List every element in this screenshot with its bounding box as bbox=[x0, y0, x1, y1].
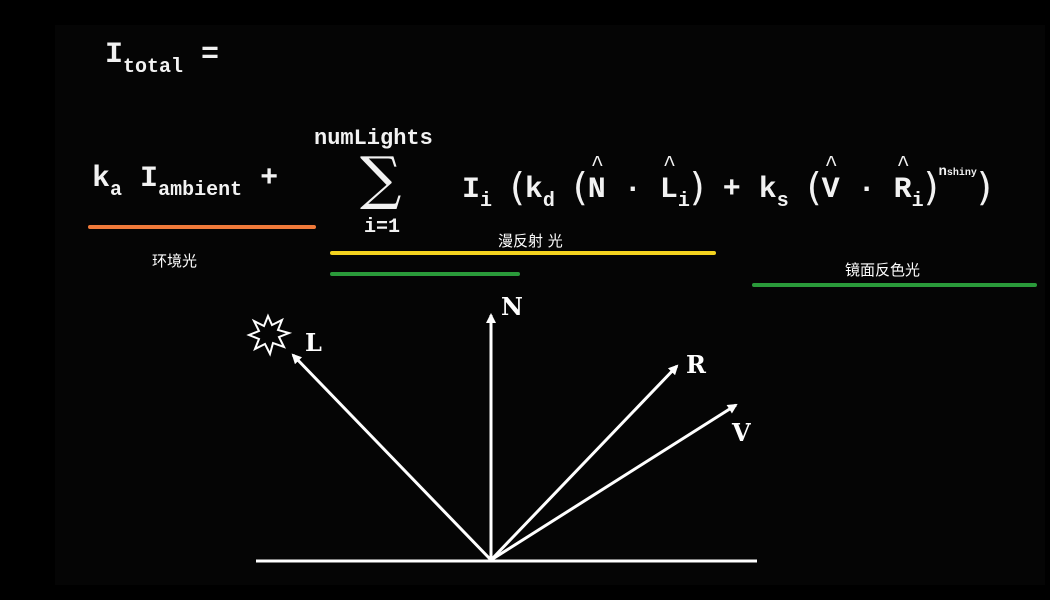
dot-operator: · bbox=[623, 173, 642, 207]
reflect-vector-sub: i bbox=[911, 190, 924, 213]
light-vector-sub: i bbox=[677, 190, 690, 213]
outer-paren-open: ( bbox=[510, 165, 525, 209]
ambient-term: ka Iambient + bbox=[92, 162, 279, 202]
equation-title: Itotal = bbox=[105, 38, 220, 79]
specular-coefficient-sub: s bbox=[776, 190, 789, 213]
diffuse-coefficient-sub: d bbox=[542, 190, 555, 213]
summation-symbol: ∑ bbox=[360, 144, 402, 212]
specular-underline bbox=[752, 283, 1037, 287]
light-intensity-sub: i bbox=[480, 190, 493, 213]
reflect-vector-label: R bbox=[686, 350, 706, 379]
specular-coefficient: k bbox=[758, 173, 777, 207]
light-burst-icon bbox=[246, 313, 293, 357]
light-vector-arrow bbox=[291, 353, 493, 562]
view-vector-symbol: V bbox=[822, 153, 840, 207]
reflect-vector-arrow bbox=[489, 364, 679, 562]
plus-sign: + bbox=[260, 162, 279, 196]
shininess-exponent: nshiny bbox=[939, 164, 977, 180]
light-vector-symbol: L bbox=[660, 153, 678, 207]
reflect-vector-symbol: R bbox=[894, 153, 912, 207]
view-vector-label: V bbox=[732, 418, 751, 447]
title-equals: = bbox=[201, 38, 220, 72]
ambient-underline bbox=[88, 225, 316, 229]
normal-vector-label: N bbox=[501, 292, 523, 321]
diffuse-paren-close: ) bbox=[689, 165, 705, 209]
specular-light-label: 镜面反色光 bbox=[845, 261, 921, 279]
figure-panel bbox=[55, 25, 1045, 585]
dot-operator-2: · bbox=[857, 173, 876, 207]
diffuse-underline bbox=[330, 251, 716, 255]
specular-paren-open: ( bbox=[806, 165, 822, 209]
title-subscript: total bbox=[123, 56, 184, 79]
diffuse-paren-open: ( bbox=[572, 165, 588, 209]
title-symbol: I bbox=[105, 38, 124, 72]
view-vector-arrow bbox=[490, 403, 738, 562]
diffuse-light-label: 漫反射 光 bbox=[498, 232, 563, 250]
light-vector-label: L bbox=[305, 328, 322, 357]
plus-sign-2: + bbox=[722, 173, 741, 207]
light-sum-term: Ii (kd (N · Li) + ks (V · Ri)nshiny) bbox=[462, 153, 992, 213]
outer-paren-close: ) bbox=[976, 165, 992, 209]
ambient-light-label: 环境光 bbox=[152, 252, 198, 270]
shininess-exponent-base: n bbox=[938, 164, 947, 180]
diffuse-coefficient: k bbox=[524, 173, 543, 207]
ambient-intensity-sub: ambient bbox=[158, 179, 243, 202]
sum-lower-bound: i=1 bbox=[364, 216, 401, 239]
normal-vector-symbol: N bbox=[588, 153, 606, 207]
shininess-exponent-sub: shiny bbox=[946, 168, 977, 179]
ambient-intensity: I bbox=[140, 162, 159, 196]
light-intensity: I bbox=[462, 173, 481, 207]
specular-paren-close: ) bbox=[923, 165, 939, 209]
ambient-coefficient-sub: a bbox=[110, 179, 123, 202]
sum-upper-bound: numLights bbox=[314, 126, 433, 151]
sum-underline bbox=[330, 272, 520, 276]
ambient-coefficient: k bbox=[92, 162, 111, 196]
